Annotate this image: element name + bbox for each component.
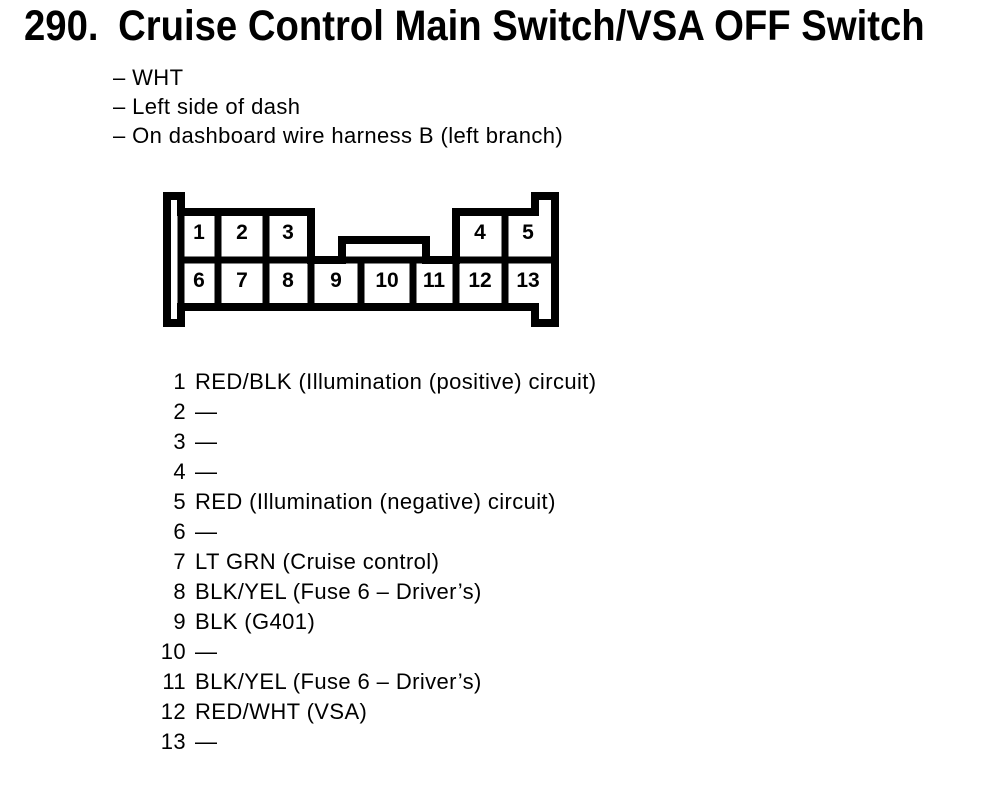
pin-row: 13 — xyxy=(124,727,597,757)
pin-description: RED/BLK (Illumination (positive) circuit… xyxy=(195,369,597,394)
connector-cell-1: 1 xyxy=(193,221,205,244)
connector-cell-4: 4 xyxy=(474,221,486,244)
connector-cell-5: 5 xyxy=(522,221,534,244)
pin-number: 11 xyxy=(162,669,186,694)
pin-number: 8 xyxy=(173,579,186,604)
pin-description: — xyxy=(195,429,218,454)
pin-row: 11 BLK/YEL (Fuse 6 – Driver’s) xyxy=(124,667,597,697)
connector-pinout-diagram: 1 2 3 4 5 6 7 8 9 10 11 12 13 xyxy=(163,192,559,327)
connector-cell-12: 12 xyxy=(468,269,491,292)
pin-number: 5 xyxy=(173,489,186,514)
pin-description: — xyxy=(195,639,218,664)
pin-row: 6— xyxy=(124,517,597,547)
pin-row: 9 BLK (G401) xyxy=(124,607,597,637)
pin-row: 5 RED (Illumination (negative) circuit) xyxy=(124,487,597,517)
pin-description: RED/WHT (VSA) xyxy=(195,699,368,724)
pin-row: 7 LT GRN (Cruise control) xyxy=(124,547,597,577)
pin-number: 12 xyxy=(160,699,186,724)
pin-description: LT GRN (Cruise control) xyxy=(195,549,440,574)
pin-number: 4 xyxy=(173,459,186,484)
pin-row: 12 RED/WHT (VSA) xyxy=(124,697,597,727)
pin-number: 13 xyxy=(160,729,186,754)
connector-cell-6: 6 xyxy=(193,269,205,292)
note-item: – On dashboard wire harness B (left bran… xyxy=(113,123,564,148)
section-number: 290. xyxy=(24,2,99,50)
note-item: – Left side of dash xyxy=(113,94,301,119)
connector-grid-lines xyxy=(177,212,553,307)
pin-number: 9 xyxy=(173,609,186,634)
pin-number: 3 xyxy=(173,429,186,454)
pin-number: 6 xyxy=(173,519,186,544)
pin-description: BLK/YEL (Fuse 6 – Driver’s) xyxy=(195,579,482,604)
section-title: Cruise Control Main Switch/VSA OFF Switc… xyxy=(118,2,925,50)
pin-row: 8 BLK/YEL (Fuse 6 – Driver’s) xyxy=(124,577,597,607)
pin-number: 1 xyxy=(173,369,186,394)
pin-number: 2 xyxy=(173,399,186,424)
pin-description: — xyxy=(195,399,218,424)
pin-row: 10 — xyxy=(124,637,597,667)
connector-cell-10: 10 xyxy=(375,269,398,292)
pin-description: — xyxy=(195,459,218,484)
connector-notes: – WHT – Left side of dash – On dashboard… xyxy=(113,63,563,150)
note-item: – WHT xyxy=(113,65,184,90)
pin-number: 10 xyxy=(160,639,186,664)
pin-description: — xyxy=(195,729,218,754)
section-heading: 290. Cruise Control Main Switch/VSA OFF … xyxy=(24,5,925,48)
connector-cell-3: 3 xyxy=(282,221,294,244)
connector-cell-7: 7 xyxy=(236,269,248,292)
pin-row: 2— xyxy=(124,397,597,427)
pin-description: BLK/YEL (Fuse 6 – Driver’s) xyxy=(195,669,482,694)
pin-description: RED (Illumination (negative) circuit) xyxy=(195,489,556,514)
pin-number: 7 xyxy=(173,549,186,574)
connector-cell-8: 8 xyxy=(282,269,294,292)
pin-list: 1 RED/BLK (Illumination (positive) circui… xyxy=(124,367,597,757)
connector-cell-13: 13 xyxy=(516,269,539,292)
connector-cell-11: 11 xyxy=(423,269,446,292)
pin-description: — xyxy=(195,519,218,544)
connector-cell-2: 2 xyxy=(236,221,248,244)
pin-description: BLK (G401) xyxy=(195,609,316,634)
pin-row: 1 RED/BLK (Illumination (positive) circui… xyxy=(124,367,597,397)
pin-row: 4— xyxy=(124,457,597,487)
connector-cell-9: 9 xyxy=(330,269,342,292)
pin-row: 3— xyxy=(124,427,597,457)
